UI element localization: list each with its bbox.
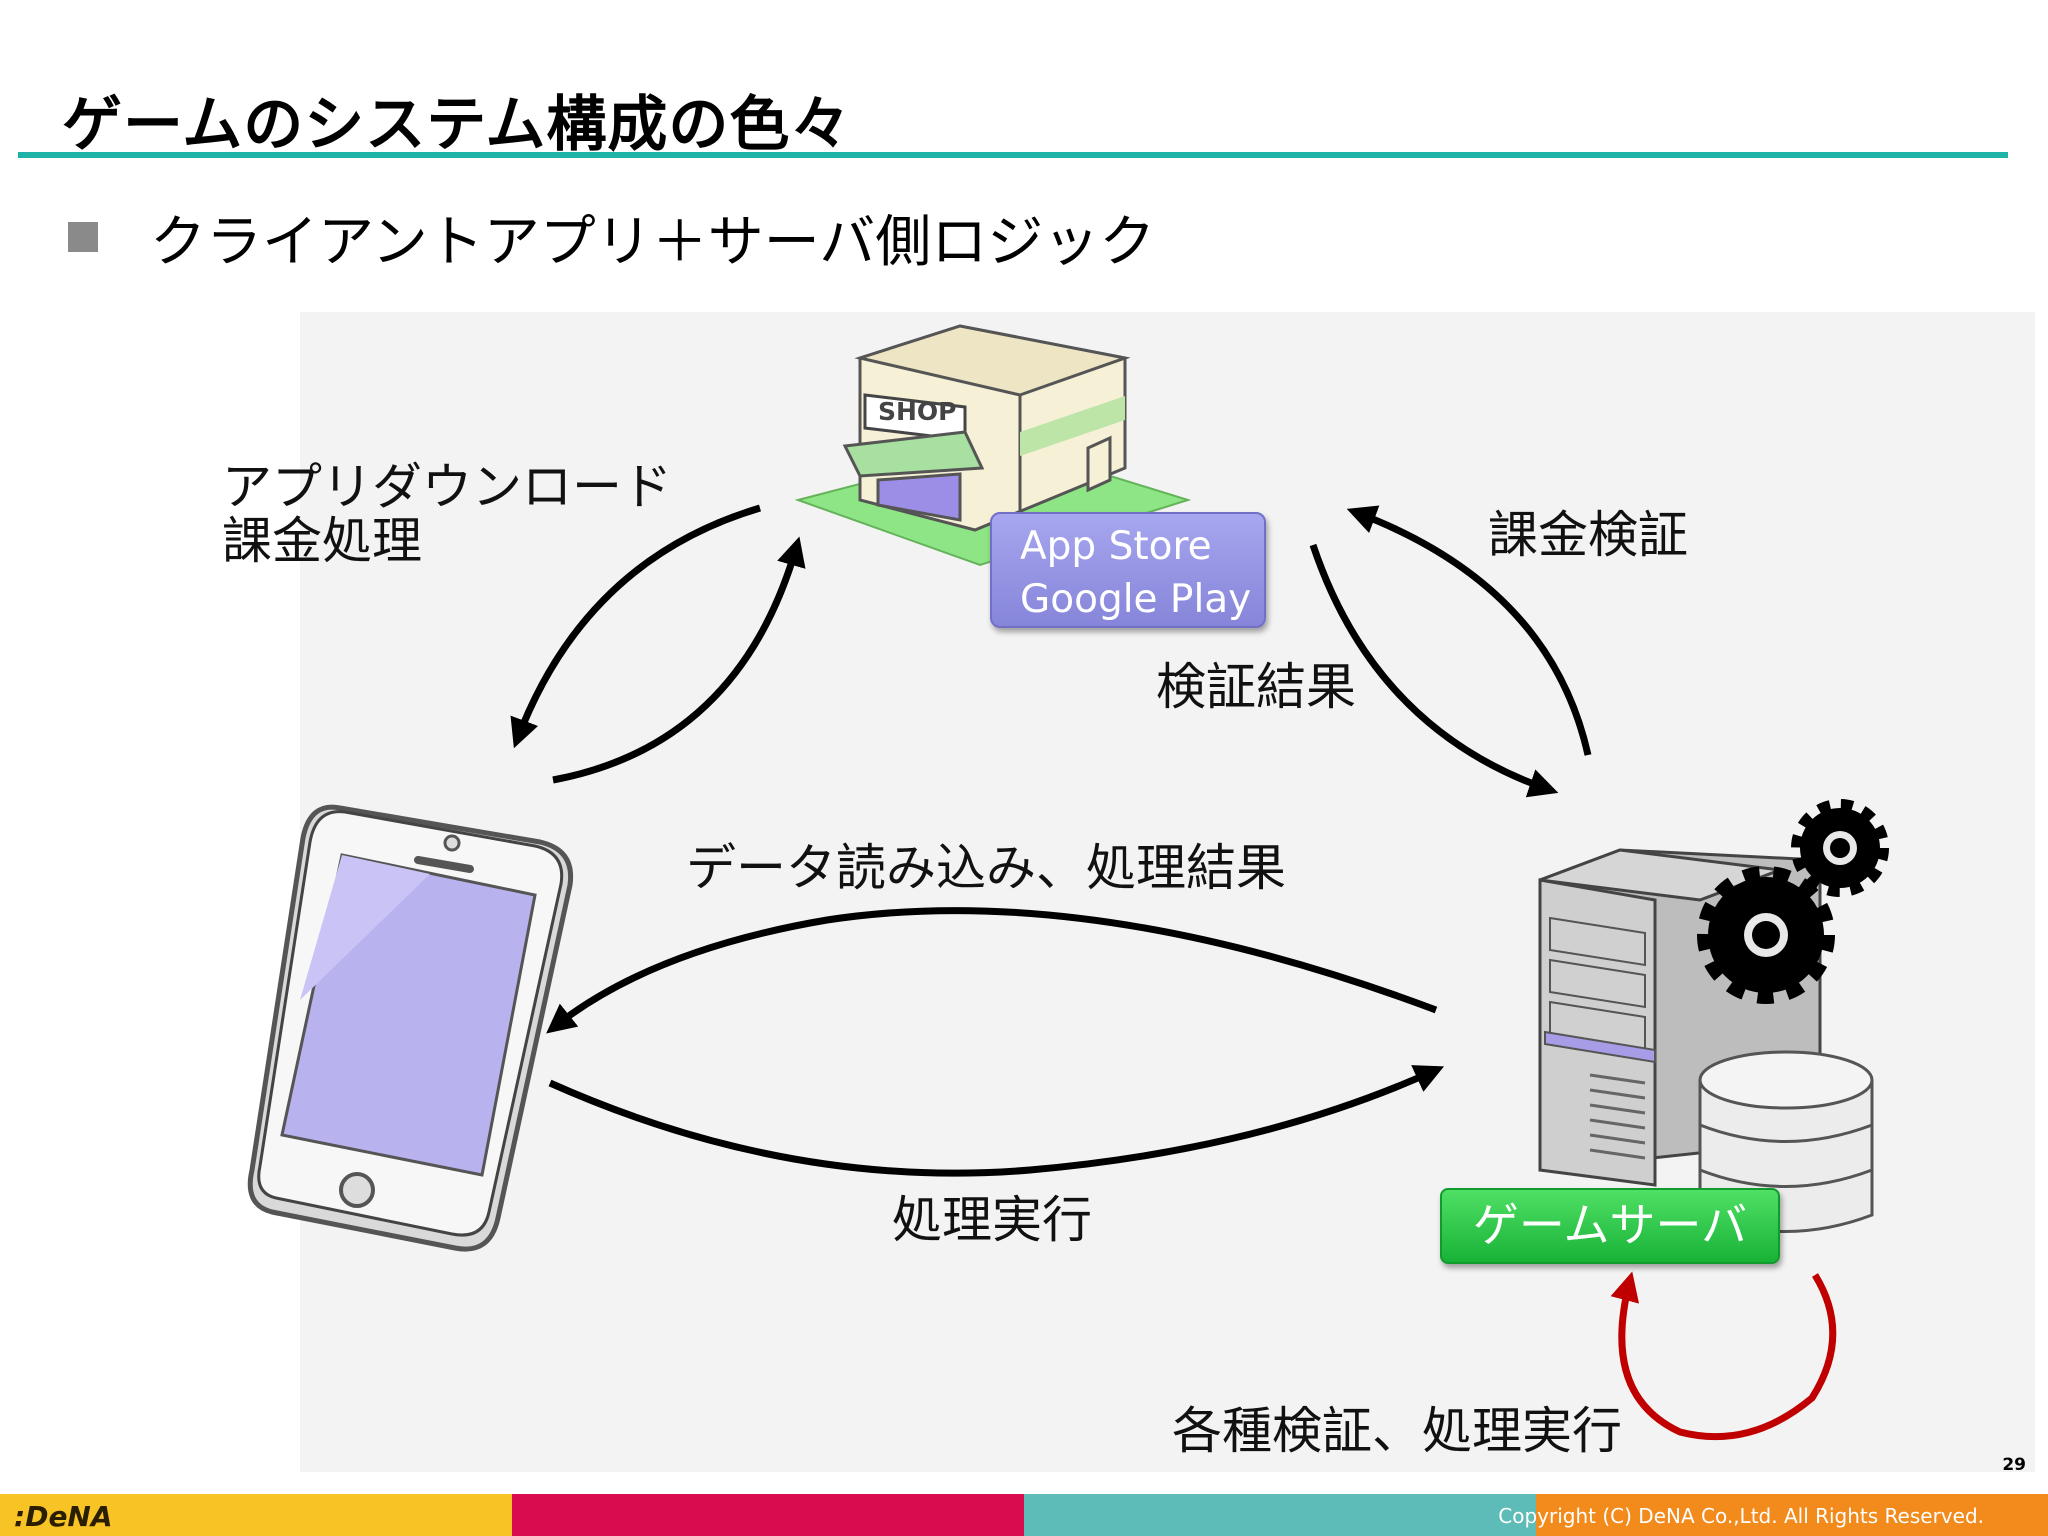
store-badge-line2: Google Play	[1020, 577, 1252, 622]
arrow-phone-to-store	[552, 536, 806, 784]
server-loop-label: 各種検証、処理実行	[1172, 1402, 1622, 1460]
arrow-store-to-server	[1309, 543, 1559, 798]
page-number: 29	[2002, 1455, 2026, 1475]
exec-label: 処理実行	[892, 1191, 1092, 1249]
arrow-phone-to-server	[548, 1065, 1445, 1177]
billing-verify-label: 課金検証	[1488, 506, 1688, 564]
arrow-server-to-store	[1346, 505, 1592, 756]
gear-icon	[1697, 866, 1835, 1004]
footer-bar	[0, 1494, 2048, 1536]
bullet-item: クライアントアプリ＋サーバ側ロジック	[68, 202, 1155, 275]
store-badge: App Store Google Play	[990, 512, 1266, 628]
download-label-line1: アプリダウンロード	[222, 458, 672, 516]
footer-segment-orange	[1536, 1494, 2048, 1536]
footer-segment-yellow	[0, 1494, 512, 1536]
footer-segment-teal	[1024, 1494, 1536, 1536]
smartphone-icon	[247, 804, 574, 1252]
bullet-square-icon	[68, 222, 98, 252]
footer-segment-crimson	[512, 1494, 1024, 1536]
gear-small-icon	[1791, 799, 1889, 897]
bullet-text: クライアントアプリ＋サーバ側ロジック	[150, 209, 1156, 275]
loop-arrow	[1610, 1271, 1837, 1441]
game-server-badge: ゲームサーバ	[1440, 1188, 1780, 1264]
title-underline	[18, 152, 2008, 158]
copyright-text: Copyright (C) DeNA Co.,Ltd. All Rights R…	[1498, 1504, 1984, 1528]
arrow-server-to-phone	[546, 907, 1438, 1034]
slide-title: ゲームのシステム構成の色々	[62, 90, 852, 160]
dena-logo: :DeNA	[14, 1500, 113, 1533]
store-badge-line1: App Store	[1020, 524, 1212, 569]
download-label: アプリダウンロード 課金処理	[222, 460, 672, 568]
download-label-line2: 課金処理	[222, 512, 422, 570]
arrow-store-to-phone	[510, 504, 761, 749]
shop-sign-text: SHOP	[878, 397, 957, 426]
shop-icon: SHOP	[794, 324, 1192, 567]
data-label: データ読み込み、処理結果	[686, 839, 1286, 897]
verify-result-label: 検証結果	[1156, 658, 1356, 716]
